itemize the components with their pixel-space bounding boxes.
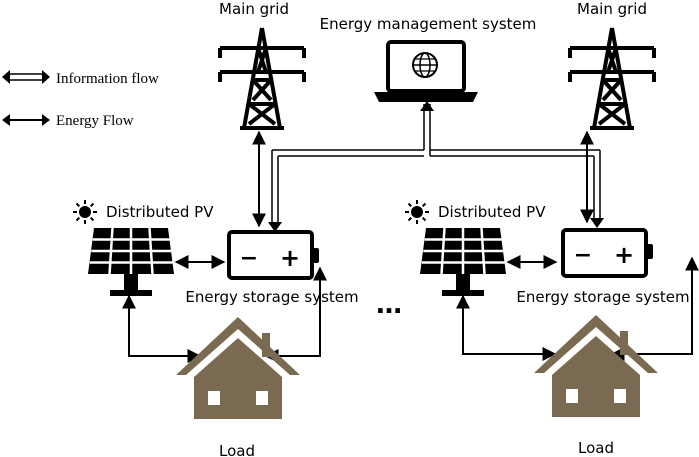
sun-icon	[73, 200, 97, 224]
battery-icon: − +	[227, 230, 319, 280]
energy-flow-label: Energy Flow	[56, 113, 134, 129]
battery-minus-sign: −	[240, 246, 258, 271]
info-arrow-up-ems	[420, 101, 434, 111]
information-flow-lines	[271, 104, 601, 226]
ems-label: Energy management system	[320, 15, 537, 33]
info-arrow-down-right-ess	[590, 218, 604, 228]
house-icon	[534, 315, 658, 417]
main-grid-label-right: Main grid	[577, 0, 647, 18]
battery-icon: − +	[561, 228, 653, 278]
house-icon	[176, 317, 300, 419]
energy-flow-lines	[122, 130, 699, 363]
battery-minus-sign: −	[574, 243, 592, 268]
energy-flow-arrow-icon	[2, 114, 50, 126]
information-flow-arrow-icon	[2, 70, 50, 84]
power-tower-icon	[218, 27, 306, 130]
info-arrow-down-left-ess	[268, 222, 282, 232]
information-flow-label: Information flow	[56, 71, 159, 87]
battery-plus-sign: +	[280, 244, 300, 272]
laptop-icon	[374, 40, 478, 102]
globe-icon	[412, 52, 438, 78]
power-tower-icon	[568, 27, 656, 130]
solar-panel-icon	[420, 227, 506, 296]
pv-label-right: Distributed PV	[438, 203, 546, 221]
legend: Information flow Energy Flow	[2, 70, 159, 129]
load-label-right: Load	[578, 439, 614, 457]
pv-label-left: Distributed PV	[106, 203, 214, 221]
ess-label-left: Energy storage system	[185, 288, 358, 306]
solar-panel-icon	[88, 227, 174, 296]
battery-plus-sign: +	[614, 241, 634, 269]
ess-label-right: Energy storage system	[516, 288, 689, 306]
main-grid-label-left: Main grid	[219, 0, 289, 18]
ellipsis: …	[376, 290, 402, 320]
sun-icon	[405, 200, 429, 224]
load-label-left: Load	[219, 442, 255, 457]
